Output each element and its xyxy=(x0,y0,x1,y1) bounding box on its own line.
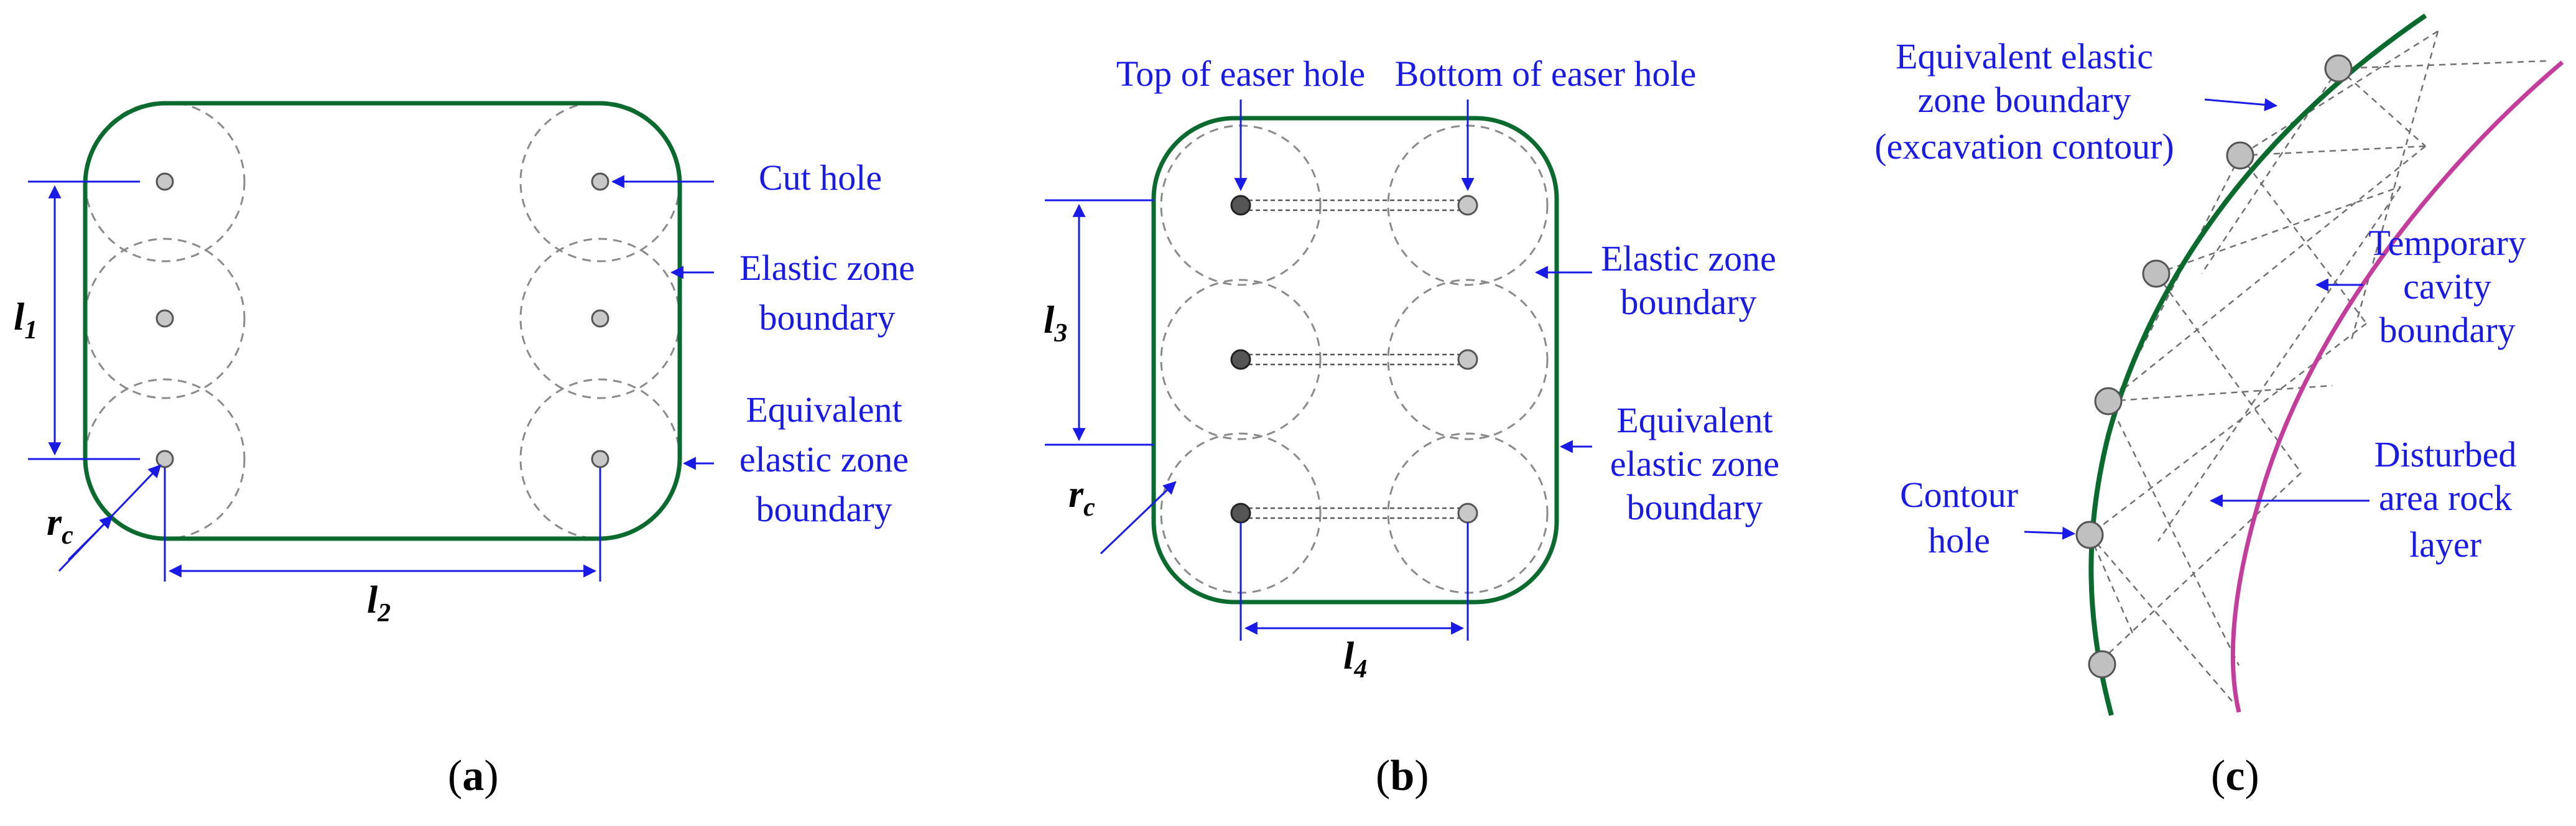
label-contour-hole: Contour xyxy=(1900,475,2018,515)
label-elastic-zone-b: Elastic zone xyxy=(1601,238,1776,279)
svg-text:l2: l2 xyxy=(367,579,391,628)
contour-hole xyxy=(2075,521,2104,549)
cut-hole xyxy=(155,172,174,191)
label-disturbed-area: Disturbed xyxy=(2374,434,2517,475)
label-temporary-cavity: Temporary xyxy=(2368,223,2526,263)
svg-text:rc: rc xyxy=(1068,473,1095,522)
caption-a: (a) xyxy=(448,752,499,800)
caption-b: (b) xyxy=(1376,752,1429,800)
contour-holes-c xyxy=(2075,54,2353,679)
label-bottom-easer: Bottom of easer hole xyxy=(1395,53,1697,94)
influence-circles-a xyxy=(84,101,681,540)
svg-text:elastic zone: elastic zone xyxy=(1610,443,1779,484)
label-equivalent-c: Equivalent elastic xyxy=(1896,36,2153,77)
temporary-cavity-boundary xyxy=(2230,60,2564,713)
easer-hole-bottom xyxy=(1457,195,1478,216)
easer-hole-bottom xyxy=(1457,503,1478,524)
svg-text:elastic zone: elastic zone xyxy=(739,439,909,480)
equivalent-boundary-b xyxy=(1151,116,1559,605)
cut-hole xyxy=(155,309,174,328)
svg-text:hole: hole xyxy=(1928,520,1990,560)
contour-hole xyxy=(2094,387,2123,415)
svg-text:boundary: boundary xyxy=(759,297,895,338)
contour-hole xyxy=(2088,650,2116,679)
cut-hole xyxy=(591,172,609,191)
fracture-lattice-c xyxy=(2088,30,2547,710)
panel-c: Equivalent elastic zone boundary (excava… xyxy=(1874,13,2564,800)
svg-text:boundary: boundary xyxy=(2379,310,2515,350)
equivalent-boundary-a xyxy=(83,101,682,541)
svg-text:boundary: boundary xyxy=(1620,282,1756,322)
dimension-l4 xyxy=(1239,522,1469,641)
label-equivalent-b: Equivalent xyxy=(1616,400,1772,440)
contour-hole xyxy=(2142,259,2171,288)
caption-c: (c) xyxy=(2211,752,2259,800)
cut-hole xyxy=(155,450,174,468)
easer-hole-top xyxy=(1230,349,1251,370)
easer-hole-top xyxy=(1230,503,1251,524)
panel-a: l1 l2 rc Cut hole Elastic zone boundary … xyxy=(14,101,915,800)
contour-hole xyxy=(2324,54,2353,83)
excavation-contour xyxy=(2088,13,2427,717)
svg-text:cavity: cavity xyxy=(2403,266,2491,307)
influence-circles-b xyxy=(1160,124,1549,594)
svg-text:boundary: boundary xyxy=(1626,487,1763,527)
svg-text:rc: rc xyxy=(47,501,73,550)
dimension-l1 xyxy=(28,180,140,460)
label-equivalent-a: Equivalent xyxy=(746,389,902,430)
svg-text:l3: l3 xyxy=(1044,299,1067,348)
svg-text:area rock: area rock xyxy=(2379,478,2512,518)
label-top-easer: Top of easer hole xyxy=(1116,53,1365,94)
easer-hole-bottom xyxy=(1457,349,1478,370)
svg-text:layer: layer xyxy=(2409,524,2481,565)
contour-hole xyxy=(2226,141,2254,170)
svg-text:(excavation contour): (excavation contour) xyxy=(1874,126,2174,167)
panel-b: Top of easer hole Bottom of easer hole l… xyxy=(1044,53,1779,800)
cut-hole xyxy=(591,309,609,328)
label-elastic-zone-a: Elastic zone xyxy=(739,248,915,288)
svg-text:boundary: boundary xyxy=(756,489,892,529)
label-cut-hole: Cut hole xyxy=(759,157,882,198)
cut-hole xyxy=(591,450,609,468)
easer-holes-b xyxy=(1230,195,1478,524)
dimension-l3 xyxy=(1045,199,1154,446)
cut-holes-a xyxy=(155,172,609,468)
svg-text:l1: l1 xyxy=(14,296,37,345)
easer-hole-top xyxy=(1230,195,1251,216)
svg-text:zone boundary: zone boundary xyxy=(1917,80,2131,120)
svg-text:l4: l4 xyxy=(1343,635,1367,684)
dimension-l2 xyxy=(164,468,601,582)
